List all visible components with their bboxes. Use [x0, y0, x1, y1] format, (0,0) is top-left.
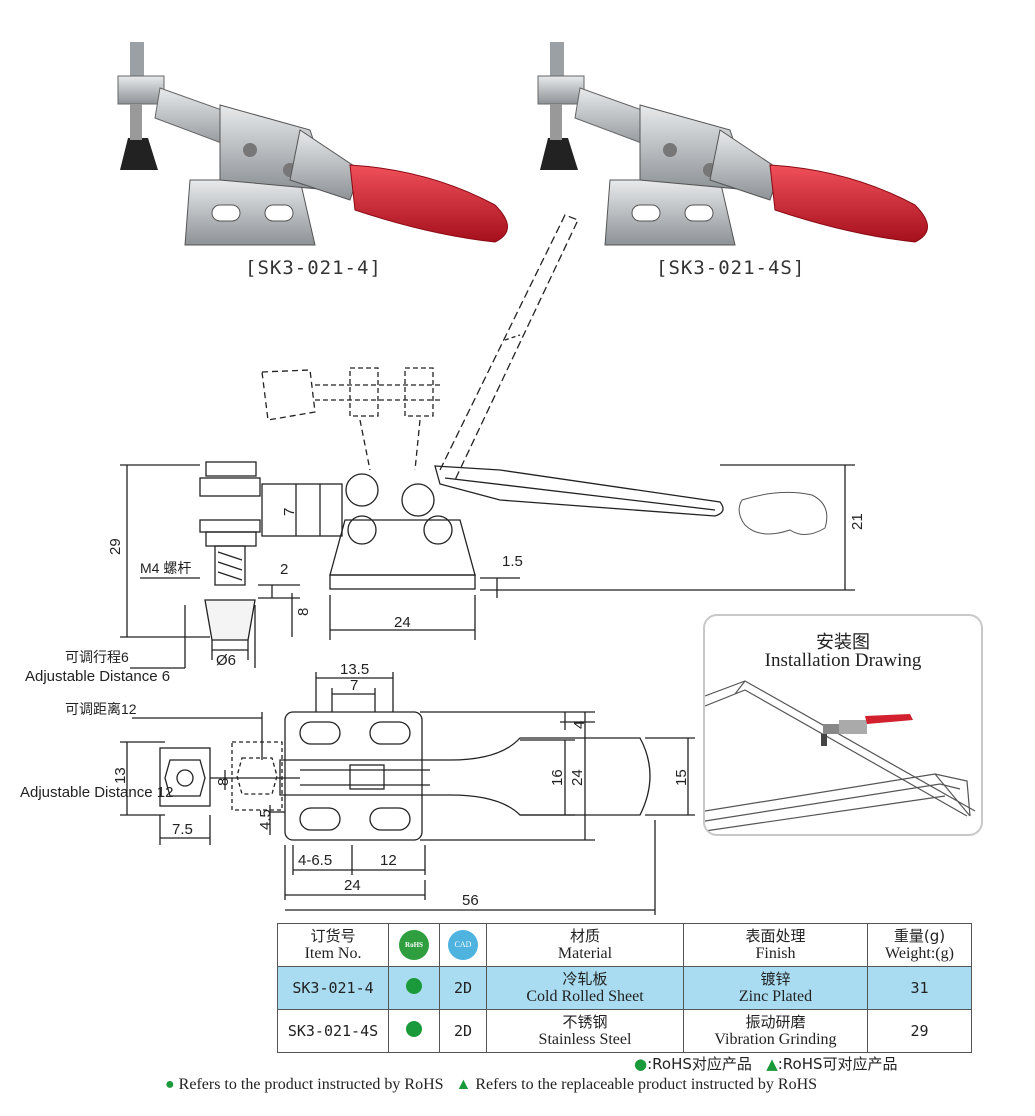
cell-cad: 2D	[439, 1009, 487, 1053]
dim-12: 12	[380, 852, 397, 869]
cell-item: SK3-021-4S	[277, 1009, 389, 1053]
table-row: SK3-021-4 2D 冷轧板 Cold Rolled Sheet 镀锌 Zi…	[277, 966, 972, 1010]
dim-13-5: 13.5	[340, 661, 369, 678]
dim-24-bot: 24	[344, 877, 361, 894]
rohs-icon: RoHS	[399, 930, 429, 960]
dim-4-5: 4.5	[257, 809, 274, 830]
dim-1-5: 1.5	[502, 553, 523, 570]
green-triangle-icon: ▲	[766, 1055, 778, 1073]
header-material: 材质 Material	[486, 923, 684, 967]
dim-13: 13	[112, 767, 129, 784]
dim-2: 2	[280, 561, 288, 578]
green-triangle-icon: ▲	[455, 1076, 472, 1093]
cell-weight: 29	[867, 1009, 972, 1053]
dim-8-side: 8	[295, 608, 312, 616]
cell-rohs	[388, 1009, 440, 1053]
table-header-row: 订货号 Item No. RoHS CAD 材质 Material 表面处理 F…	[277, 923, 972, 967]
dim-7-top: 7	[350, 677, 358, 694]
installation-title-cn: 安装图	[816, 632, 870, 653]
installation-drawing-box: 安装图 Installation Drawing	[703, 614, 983, 836]
cell-finish: 振动研磨 Vibration Grinding	[683, 1009, 868, 1053]
cell-finish: 镀锌 Zinc Plated	[683, 966, 868, 1010]
header-finish: 表面处理 Finish	[683, 923, 868, 967]
rohs-dot-icon	[406, 1021, 422, 1037]
dim-7-5: 7.5	[172, 821, 193, 838]
legend-en: ● Refers to the product instructed by Ro…	[165, 1076, 818, 1093]
dim-7-side: 7	[281, 508, 298, 516]
legend-cn: ●:RoHS对应产品 ▲:RoHS可对应产品	[634, 1055, 898, 1073]
adj12-cn: 可调距离12	[65, 701, 137, 717]
dim-15: 15	[673, 769, 690, 786]
header-item: 订货号 Item No.	[277, 923, 389, 967]
cell-material: 不锈钢 Stainless Steel	[486, 1009, 684, 1053]
adj12-en: Adjustable Distance 12	[20, 784, 173, 801]
product-photo-sk3-021-4s	[537, 42, 928, 246]
adj6-en: Adjustable Distance 6	[25, 668, 170, 685]
dim-8-nut: 8	[215, 778, 232, 786]
green-dot-icon: ●	[634, 1055, 648, 1073]
cell-material: 冷轧板 Cold Rolled Sheet	[486, 966, 684, 1010]
cad-icon: CAD	[448, 930, 478, 960]
spec-table: 订货号 Item No. RoHS CAD 材质 Material 表面处理 F…	[277, 923, 972, 1053]
installation-sketch	[705, 680, 976, 832]
dim-24-v: 24	[569, 769, 586, 786]
table-row: SK3-021-4S 2D 不锈钢 Stainless Steel 振动研磨 V…	[277, 1009, 972, 1053]
dim-29: 29	[107, 538, 124, 555]
dim-24-side: 24	[394, 614, 411, 631]
dim-16: 16	[549, 769, 566, 786]
product-caption-1: [SK3-021-4]	[245, 257, 382, 279]
dim-4-6-5: 4-6.5	[298, 852, 332, 869]
installation-title-en: Installation Drawing	[764, 650, 922, 671]
header-weight: 重量(g) Weight:(g)	[867, 923, 972, 967]
rohs-dot-icon	[406, 978, 422, 994]
cell-item: SK3-021-4	[277, 966, 389, 1010]
green-dot-icon: ●	[165, 1076, 175, 1093]
product-caption-2: [SK3-021-4S]	[656, 257, 806, 279]
dim-56: 56	[462, 892, 479, 909]
adj6-cn: 可调行程6	[65, 649, 129, 665]
cell-weight: 31	[867, 966, 972, 1010]
product-photo-sk3-021-4	[117, 42, 508, 246]
dim-21: 21	[849, 513, 866, 530]
header-rohs: RoHS	[388, 923, 440, 967]
dim-d6: Ø6	[216, 652, 236, 669]
dim-4: 4	[571, 721, 588, 729]
cell-rohs	[388, 966, 440, 1010]
cell-cad: 2D	[439, 966, 487, 1010]
m4-label: M4 螺杆	[140, 560, 191, 576]
technical-drawing: 29 7 21 2 8 1.5 24 Ø6 M4 螺杆 可调行程6 Adjust…	[20, 214, 866, 915]
header-cad: CAD	[439, 923, 487, 967]
